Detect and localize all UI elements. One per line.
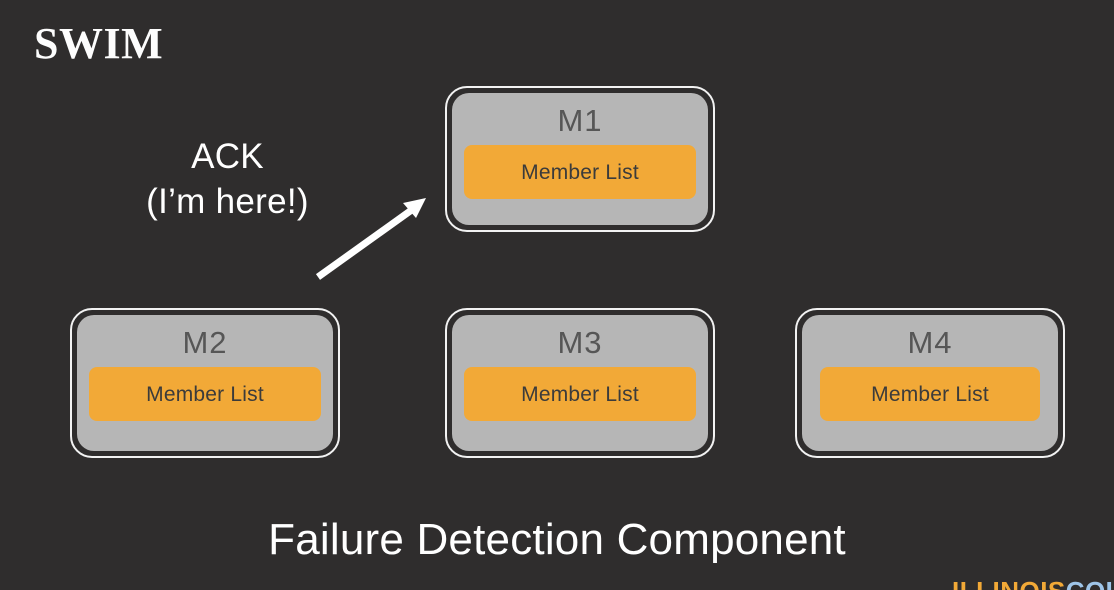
node-m4-label: M4 (907, 325, 953, 360)
watermark-orange-text: ILLINOIS (952, 578, 1066, 590)
watermark: ILLINOISCOURSERA (952, 578, 1114, 590)
ack-annotation: ACK (I’m here!) (95, 135, 360, 225)
node-m2[interactable]: M2 Member List (70, 308, 340, 458)
node-m2-body: M2 Member List (77, 315, 333, 451)
node-m1[interactable]: M1 Member List (445, 86, 715, 232)
node-m4-body: M4 Member List (802, 315, 1058, 451)
ack-annotation-line-1: ACK (191, 137, 264, 176)
ack-annotation-line-2: (I’m here!) (146, 181, 309, 221)
watermark-blue-text: COURSERA (1066, 578, 1114, 590)
node-m2-member-list[interactable]: Member List (89, 367, 321, 421)
node-m4-member-list[interactable]: Member List (820, 367, 1040, 421)
node-m3-member-list[interactable]: Member List (464, 367, 696, 421)
node-m4[interactable]: M4 Member List (795, 308, 1065, 458)
node-m2-label: M2 (182, 325, 228, 360)
node-m1-label: M1 (557, 103, 603, 138)
slide-caption: Failure Detection Component (268, 515, 846, 564)
node-m1-body: M1 Member List (452, 93, 708, 225)
node-m3[interactable]: M3 Member List (445, 308, 715, 458)
node-m1-member-list[interactable]: Member List (464, 145, 696, 199)
node-m3-label: M3 (557, 325, 603, 360)
node-m3-body: M3 Member List (452, 315, 708, 451)
page-title: SWIM (34, 19, 164, 68)
